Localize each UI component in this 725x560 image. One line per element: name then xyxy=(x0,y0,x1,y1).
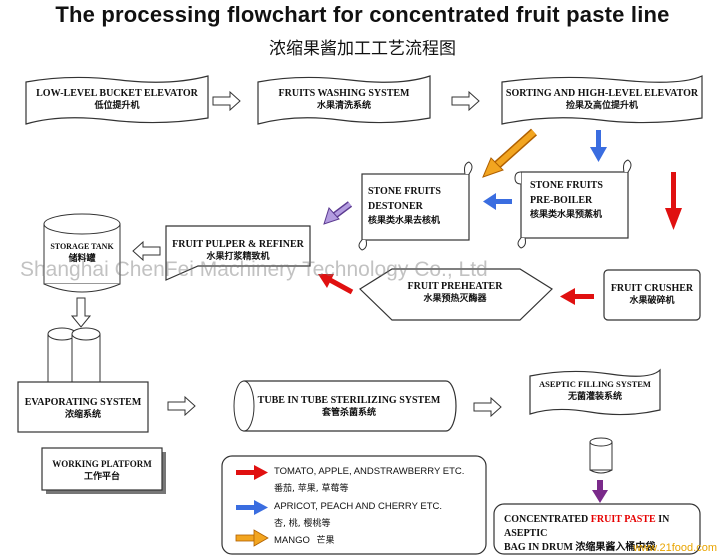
arrow-washing-to-sorting xyxy=(451,90,480,112)
legend-red-en: TOMATO, APPLE, ANDSTRAWBERRY ETC. xyxy=(274,466,465,477)
pulper-label: FRUIT PULPER & REFINER 水果打浆精致机 xyxy=(166,238,310,264)
blue-left-arrow xyxy=(483,193,512,210)
preheater-zh: 水果预热灭酶器 xyxy=(423,294,487,304)
working-platform-en: WORKING PLATFORM xyxy=(52,459,152,469)
legend-orange-arrow xyxy=(235,529,269,547)
sorting-box xyxy=(501,75,703,125)
sterilizing-en: TUBE IN TUBE STERILIZING SYSTEM xyxy=(257,395,441,406)
crusher-zh: 水果破碎机 xyxy=(629,296,675,306)
crusher-en: FRUIT CRUSHER xyxy=(610,283,694,294)
preboiler-zh: 核果类水果预蒸机 xyxy=(530,210,603,220)
legend-orange-en: MANGO xyxy=(274,535,310,546)
final-text-a: CONCENTRATED xyxy=(504,514,591,525)
crusher-label: FRUIT CRUSHER 水果破碎机 xyxy=(604,282,700,308)
arrow-evaporating-to-sterilizing xyxy=(167,395,196,417)
watermark-site: www.21food.com xyxy=(633,542,717,554)
working-platform-label: WORKING PLATFORM 工作平台 xyxy=(42,458,162,484)
legend-item-orange: MANGO 芒果 xyxy=(274,533,335,546)
legend-blue-arrow xyxy=(236,500,268,515)
page-subtitle: 浓缩果酱加工工艺流程图 xyxy=(269,39,456,59)
washing-box xyxy=(257,75,431,125)
destoner-line2: DESTONER xyxy=(368,201,423,212)
red-arrow-to-pulper xyxy=(318,274,354,295)
destoner-label: STONE FRUITS DESTONER 核果类水果去核机 xyxy=(368,184,468,229)
evaporating-box xyxy=(17,381,149,433)
preboiler-line2: PRE-BOILER xyxy=(530,195,593,206)
page-title: The processing flowchart for concentrate… xyxy=(55,2,670,27)
legend-item-blue: APRICOT, PEACH AND CHERRY ETC. 杏, 桃, 樱桃等 xyxy=(274,501,442,529)
storage-zh: 储料罐 xyxy=(68,254,96,264)
destoner-line1: STONE FRUITS xyxy=(368,186,441,197)
bucket-elevator-box xyxy=(25,75,209,125)
sterilizing-cylinder xyxy=(233,380,457,432)
bucket-elevator-zh: 低位提升机 xyxy=(94,101,140,111)
preheater-en: FRUIT PREHEATER xyxy=(407,281,503,292)
aseptic-filling-label: ASEPTIC FILLING SYSTEM 无菌灌装系统 xyxy=(530,378,660,404)
destoner-scroll xyxy=(358,161,473,251)
legend-orange-zh: 芒果 xyxy=(316,536,335,546)
working-platform-zh: 工作平台 xyxy=(83,472,120,482)
final-text-d: BAG IN DRUM 浓缩果酱入桶中袋 xyxy=(504,542,656,553)
pulper-zh: 水果打浆精致机 xyxy=(206,252,270,262)
pulper-en: FRUIT PULPER & REFINER xyxy=(172,239,304,250)
sterilizing-label: TUBE IN TUBE STERILIZING SYSTEM 套管杀菌系统 xyxy=(256,394,442,420)
washing-zh: 水果清洗系统 xyxy=(316,101,371,111)
washing-en: FRUITS WASHING SYSTEM xyxy=(278,88,410,99)
crusher-box xyxy=(603,269,701,321)
aseptic-filling-en: ASEPTIC FILLING SYSTEM xyxy=(539,379,651,389)
storage-tank xyxy=(43,213,121,293)
legend-blue-zh: 杏, 桃, 樱桃等 xyxy=(274,519,331,529)
legend-red-zh: 番茄, 苹果, 草莓等 xyxy=(274,484,349,494)
preboiler-label: STONE FRUITS PRE-BOILER 核果类水果预蒸机 xyxy=(530,178,630,223)
final-product-label: CONCENTRATED FRUIT PASTE IN ASEPTIC BAG … xyxy=(504,513,698,555)
evaporating-en: EVAPORATING SYSTEM xyxy=(24,397,142,408)
bucket-elevator-en: LOW-LEVEL BUCKET ELEVATOR xyxy=(36,88,198,99)
purple-arrow xyxy=(323,201,353,225)
storage-label: STORAGE TANK 储料罐 xyxy=(44,240,120,266)
aseptic-filling-box xyxy=(529,368,661,416)
working-platform-box xyxy=(41,447,163,491)
drum xyxy=(589,437,613,474)
final-box xyxy=(493,503,701,555)
preboiler-scroll xyxy=(514,159,632,249)
watermark-company: Shanghai ChenFei Machinery Technology Co… xyxy=(20,258,488,281)
evaporating-zh: 浓缩系统 xyxy=(64,410,101,420)
storage-en: STORAGE TANK xyxy=(50,242,114,251)
sterilizing-zh: 套管杀菌系统 xyxy=(321,408,376,418)
evaporating-label: EVAPORATING SYSTEM 浓缩系统 xyxy=(18,396,148,422)
arrow-pulper-to-storage xyxy=(132,240,161,262)
arrow-storage-to-evaporator xyxy=(70,297,92,328)
purple-down-arrow xyxy=(592,480,608,503)
legend-item-red: TOMATO, APPLE, ANDSTRAWBERRY ETC. 番茄, 苹果… xyxy=(274,466,464,494)
red-arrow-to-preheater xyxy=(560,288,594,305)
destoner-zh: 核果类水果去核机 xyxy=(368,216,441,226)
red-down-arrow xyxy=(665,172,682,230)
legend-box xyxy=(221,455,487,555)
arrow-sterilizing-to-filling xyxy=(473,396,502,418)
sorting-label: SORTING AND HIGH-LEVEL ELEVATOR 捡果及高位提升机 xyxy=(502,87,702,113)
legend-red-arrow xyxy=(236,465,268,480)
bucket-elevator-label: LOW-LEVEL BUCKET ELEVATOR 低位提升机 xyxy=(26,87,208,113)
sorting-zh: 捡果及高位提升机 xyxy=(565,101,638,111)
blue-down-arrow xyxy=(590,130,607,162)
preheater-hexagon xyxy=(359,268,553,321)
evaporator-columns xyxy=(47,327,101,383)
arrow-bucket-to-washing xyxy=(212,90,241,112)
pulper-box xyxy=(165,225,311,281)
preheater-label: FRUIT PREHEATER 水果预热灭酶器 xyxy=(380,280,530,306)
preboiler-line1: STONE FRUITS xyxy=(530,180,603,191)
final-text-c: IN ASEPTIC xyxy=(504,514,670,539)
orange-arrow xyxy=(482,128,538,178)
final-text-b: FRUIT PASTE xyxy=(590,514,656,525)
aseptic-filling-zh: 无菌灌装系统 xyxy=(567,392,622,402)
sorting-en: SORTING AND HIGH-LEVEL ELEVATOR xyxy=(505,88,699,99)
legend-blue-en: APRICOT, PEACH AND CHERRY ETC. xyxy=(274,501,443,512)
washing-label: FRUITS WASHING SYSTEM 水果清洗系统 xyxy=(258,87,430,113)
